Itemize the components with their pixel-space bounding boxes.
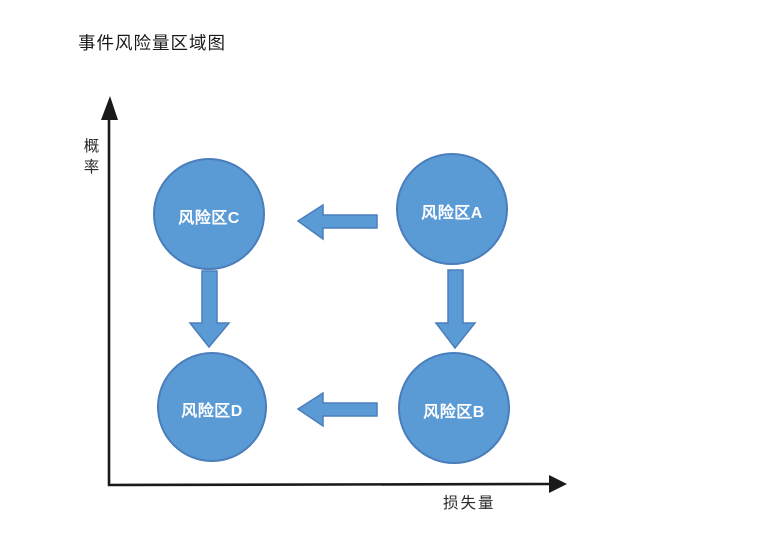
arrow-b-to-d [296, 391, 378, 428]
node-label-risk-area-b: 风险区B [423, 404, 485, 421]
arrow-a-to-c [296, 203, 378, 241]
x-axis-arrowhead-icon [549, 475, 567, 493]
node-circle-risk-area-a [396, 153, 508, 265]
arrow-a-to-b [434, 269, 477, 350]
diagram-title: 事件风险量区域图 [78, 33, 226, 53]
arrow-c-to-d [188, 270, 231, 349]
node-circle-risk-area-d [157, 352, 267, 462]
y-axis-arrowhead-icon [101, 96, 118, 120]
node-label-risk-area-a: 风险区A [421, 205, 483, 222]
x-axis-label: 损失量 [443, 495, 496, 512]
node-circle-risk-area-c [153, 158, 265, 270]
node-label-risk-area-d: 风险区D [181, 403, 243, 420]
x-axis-line [107, 482, 555, 487]
y-axis-label: 概率 [83, 138, 100, 176]
node-label-risk-area-c: 风险区C [178, 210, 240, 227]
node-circle-risk-area-b [398, 352, 510, 464]
